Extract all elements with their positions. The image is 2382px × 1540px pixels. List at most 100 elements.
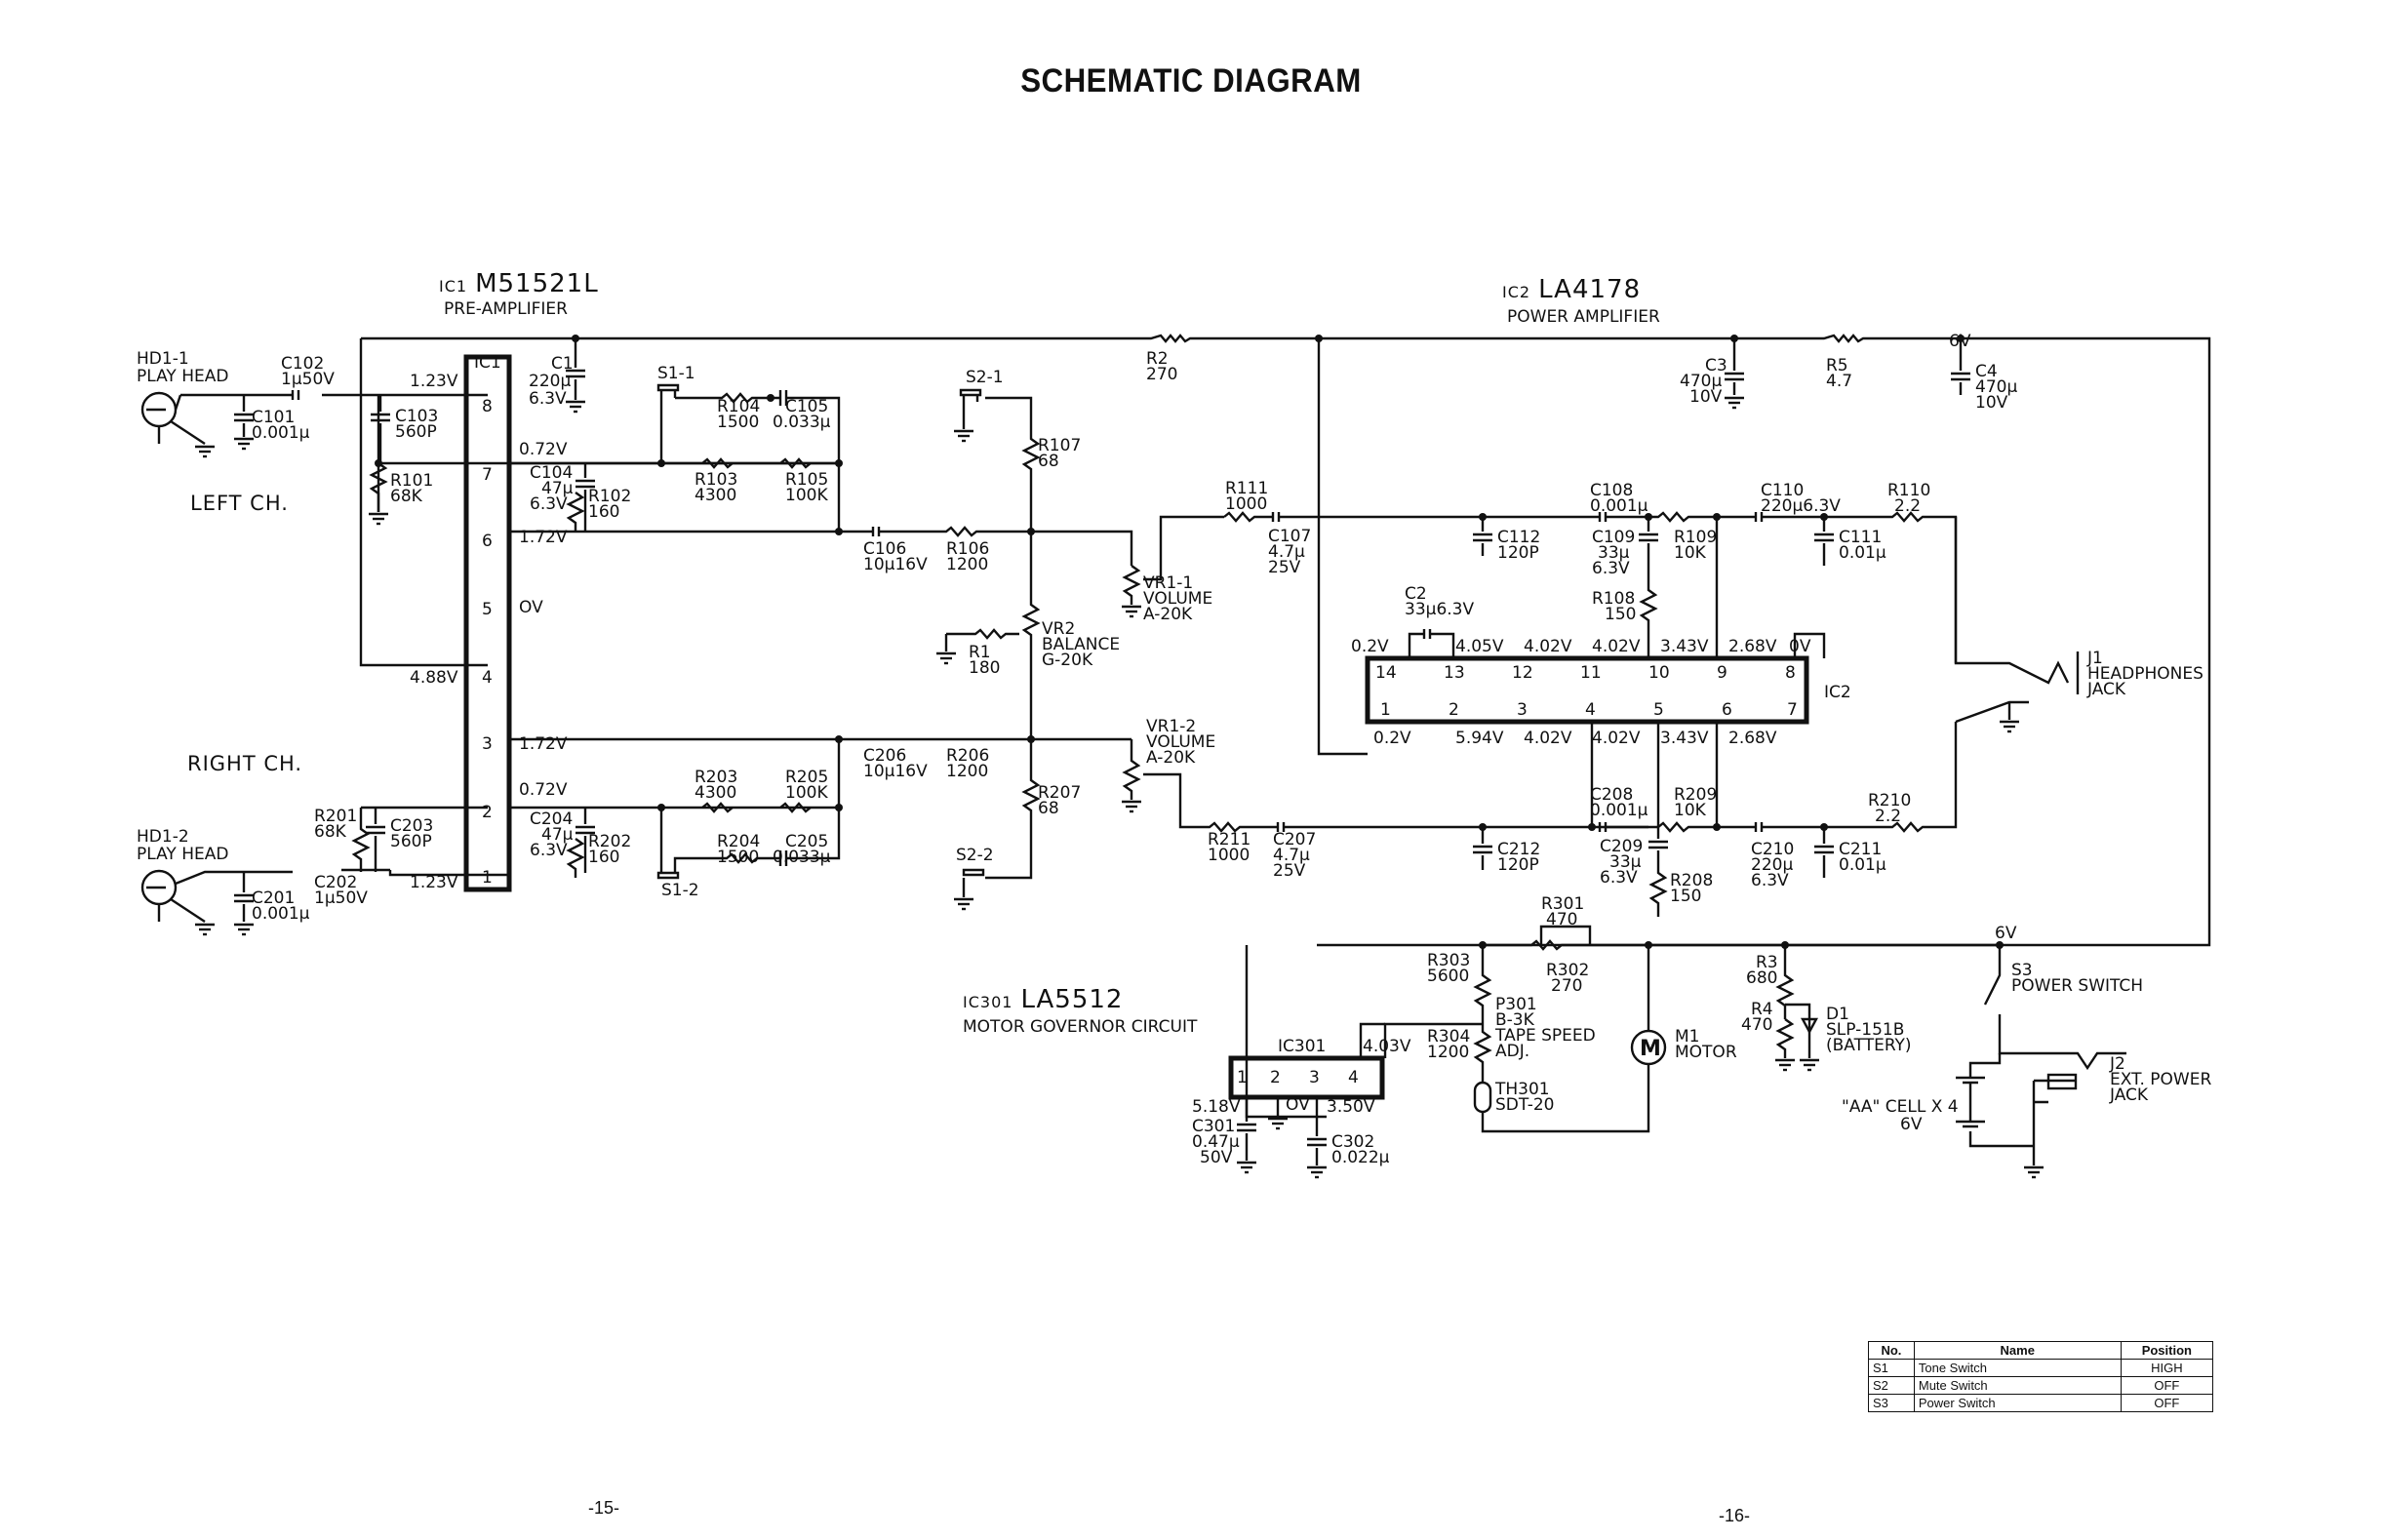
svg-text:9: 9: [1717, 663, 1727, 683]
th301-thermistor: [1473, 1081, 1492, 1114]
svg-text:4.03V: 4.03V: [1363, 1037, 1411, 1056]
ic1-pin-6: 6: [482, 532, 493, 551]
svg-text:4.02V: 4.02V: [1592, 729, 1641, 748]
svg-text:1: 1: [1380, 700, 1391, 720]
page-number-left: -15-: [588, 1498, 620, 1518]
svg-text:10: 10: [1648, 663, 1670, 683]
svg-text:4.88V: 4.88V: [410, 668, 458, 688]
ic301-box: [1228, 1055, 1385, 1100]
ic1-pin7-pin6-wires: [509, 461, 839, 533]
svg-text:1: 1: [1237, 1068, 1248, 1087]
table-cell: OFF: [2120, 1394, 2214, 1412]
r202-symbol: [566, 838, 585, 878]
table-cell: Mute Switch: [1913, 1376, 2122, 1395]
c204-symbol: [576, 808, 595, 873]
svg-text:2.68V: 2.68V: [1728, 637, 1777, 656]
ic1-function: PRE-AMPLIFIER: [444, 299, 568, 319]
motor-symbol-letter: M: [1640, 1037, 1661, 1061]
battery-and-j2-wiring: [1956, 1053, 2076, 1165]
svg-text:1.23V: 1.23V: [410, 372, 458, 391]
ic2-box-label: IC2: [1824, 683, 1851, 702]
table-cell: Power Switch: [1913, 1394, 2122, 1412]
r3-r4-d1: [1648, 943, 2000, 1058]
svg-text:3.43V: 3.43V: [1660, 729, 1709, 748]
c112-symbol: [1473, 517, 1492, 556]
svg-text:4: 4: [1348, 1068, 1359, 1087]
motor-icon: [1630, 1029, 1667, 1066]
r104-c105-branch: [702, 390, 841, 532]
table-header-no: No.: [1868, 1341, 1915, 1360]
vr2-r1: [944, 532, 1041, 739]
table-row: S3 Power Switch OFF: [1868, 1394, 2214, 1412]
svg-text:11: 11: [1580, 663, 1602, 683]
page-number-right: -16-: [1719, 1506, 1751, 1525]
table-cell: S2: [1868, 1376, 1915, 1395]
svg-text:7: 7: [1787, 700, 1798, 720]
s2-2-label: S2-2: [956, 846, 994, 865]
svg-text:3.43V: 3.43V: [1660, 637, 1709, 656]
ic2-supply-drop: [1317, 338, 1368, 756]
ic2-bottom-pins: 1 2 3 4 5 6 7: [1380, 700, 1798, 720]
c2-symbol: [1408, 629, 1455, 658]
svg-text:0.72V: 0.72V: [519, 780, 568, 800]
c104-symbol: [576, 463, 595, 532]
ic1-pin-4: 4: [482, 668, 493, 688]
svg-text:3: 3: [1309, 1068, 1320, 1087]
svg-text:2.68V: 2.68V: [1728, 729, 1777, 748]
j1-contacts: [2007, 652, 2080, 720]
left-channel-label: LEFT CH.: [190, 492, 289, 515]
svg-text:14: 14: [1375, 663, 1397, 683]
vr1-1-wiper-r111-c107: [1143, 511, 1319, 581]
s3-power-switch: [1983, 945, 2126, 1071]
c111-symbol: [1814, 517, 1834, 566]
c102-symbol: [291, 390, 300, 400]
s1-1-switch: [656, 383, 702, 463]
c1-symbol: [566, 338, 585, 400]
table-cell: HIGH: [2120, 1359, 2214, 1377]
c212-symbol: [1473, 827, 1492, 870]
c103-symbol: [371, 395, 390, 463]
ic2-top-pins: 14 13 12 11 10 9 8: [1375, 663, 1796, 683]
s1-1-label: S1-1: [657, 364, 695, 383]
svg-text:2: 2: [1449, 700, 1459, 720]
table-row: S1 Tone Switch HIGH: [1868, 1359, 2214, 1377]
ic1-pin4-feed: [359, 338, 488, 667]
ic2-top-voltages: 0.2V 4.05V 4.02V 4.02V 3.43V 2.68V 0V: [1351, 637, 1811, 656]
